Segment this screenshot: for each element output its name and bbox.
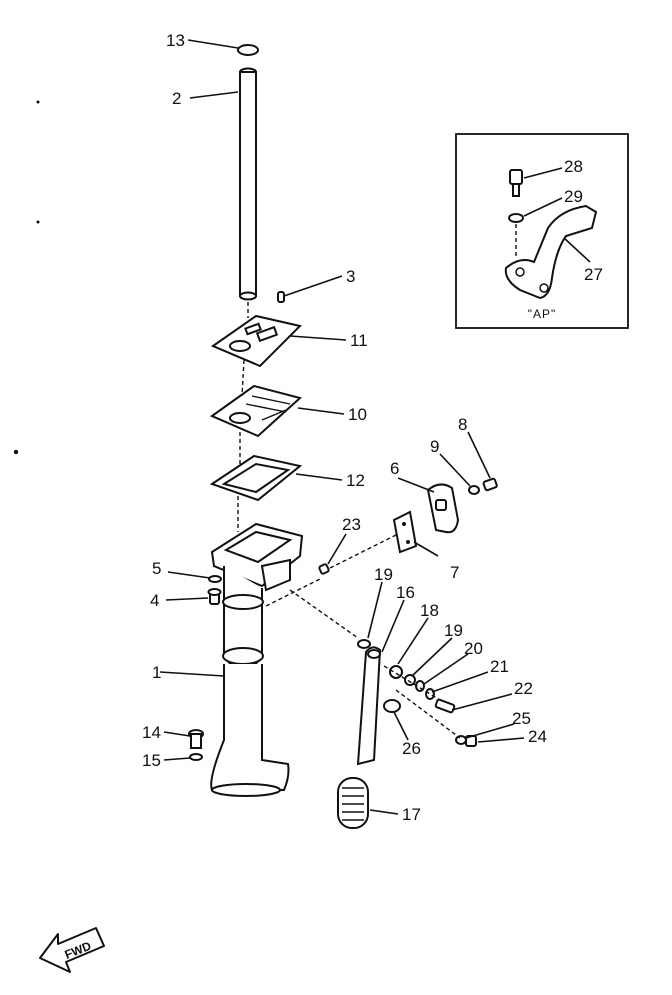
part-6-bracket bbox=[426, 483, 460, 534]
label-4: 4 bbox=[150, 591, 159, 610]
assembly-line bbox=[329, 533, 399, 569]
part-21-spring bbox=[425, 688, 435, 700]
assembly-line bbox=[241, 359, 245, 397]
part-13-cap bbox=[237, 44, 259, 56]
fwd-arrow-icon: FWD bbox=[39, 927, 105, 973]
assembly-line bbox=[289, 589, 359, 639]
label-20: 20 bbox=[464, 639, 483, 658]
label-17: 17 bbox=[402, 805, 421, 824]
part-28-bolt bbox=[509, 169, 523, 197]
part-18-bushing bbox=[389, 665, 403, 679]
part-4-bolt bbox=[207, 588, 222, 605]
label-11: 11 bbox=[350, 331, 368, 350]
label-29: 29 bbox=[564, 187, 583, 206]
label-25: 25 bbox=[512, 709, 531, 728]
part-19-washer-left bbox=[357, 639, 371, 649]
part-17-grip bbox=[337, 777, 369, 829]
label-1: 1 bbox=[152, 663, 161, 682]
part-27-bracket bbox=[504, 204, 598, 300]
label-19b: 19 bbox=[444, 621, 463, 640]
label-2: 2 bbox=[172, 89, 181, 108]
part-14-bolt bbox=[188, 729, 204, 749]
part-25-washer bbox=[455, 735, 467, 745]
part-11-plate bbox=[210, 314, 302, 368]
stray-dot bbox=[36, 100, 40, 104]
part-16-lever bbox=[356, 646, 382, 766]
part-10-gasket bbox=[209, 384, 303, 438]
label-8: 8 bbox=[458, 415, 467, 434]
part-8-bolt bbox=[482, 477, 498, 492]
part-3-pin bbox=[277, 291, 285, 303]
label-10: 10 bbox=[348, 405, 367, 424]
part-2-pipe bbox=[239, 67, 257, 301]
label-5: 5 bbox=[152, 559, 161, 578]
label-18: 18 bbox=[420, 601, 439, 620]
part-15-washer bbox=[189, 753, 203, 761]
assembly-line bbox=[395, 689, 461, 739]
part-22-screw bbox=[434, 698, 456, 714]
label-16: 16 bbox=[396, 583, 415, 602]
part-labels: 13 2 3 11 10 12 5 4 1 14 15 23 6 9 8 7 1… bbox=[142, 31, 603, 824]
stray-dot bbox=[13, 449, 19, 455]
label-14: 14 bbox=[142, 723, 161, 742]
assembly-line bbox=[383, 665, 441, 701]
label-26: 26 bbox=[402, 739, 421, 758]
label-9: 9 bbox=[430, 437, 439, 456]
label-27: 27 bbox=[584, 265, 603, 284]
assembly-line bbox=[265, 577, 323, 607]
label-12: 12 bbox=[346, 471, 365, 490]
part-5-washer bbox=[208, 575, 222, 583]
label-21: 21 bbox=[490, 657, 509, 676]
label-3: 3 bbox=[346, 267, 355, 286]
label-15: 15 bbox=[142, 751, 161, 770]
part-19-washer-right bbox=[404, 674, 416, 686]
part-23-pin bbox=[318, 563, 330, 575]
inset-ap: "AP" bbox=[455, 133, 629, 329]
part-9-washer bbox=[468, 485, 480, 495]
part-29-washer bbox=[508, 213, 524, 223]
stray-dot bbox=[36, 220, 40, 224]
part-7-plate bbox=[392, 510, 418, 554]
label-24: 24 bbox=[528, 727, 547, 746]
inset-title: "AP" bbox=[528, 307, 557, 321]
label-22: 22 bbox=[514, 679, 533, 698]
label-6: 6 bbox=[390, 459, 399, 478]
leader-lines bbox=[159, 39, 591, 815]
label-23: 23 bbox=[342, 515, 361, 534]
label-7: 7 bbox=[450, 563, 459, 582]
part-1-steering-column bbox=[210, 522, 304, 797]
label-13: 13 bbox=[166, 31, 185, 50]
part-26-bushing bbox=[383, 699, 401, 713]
part-12-gasket bbox=[209, 454, 303, 502]
label-19a: 19 bbox=[374, 565, 393, 584]
label-28: 28 bbox=[564, 157, 583, 176]
